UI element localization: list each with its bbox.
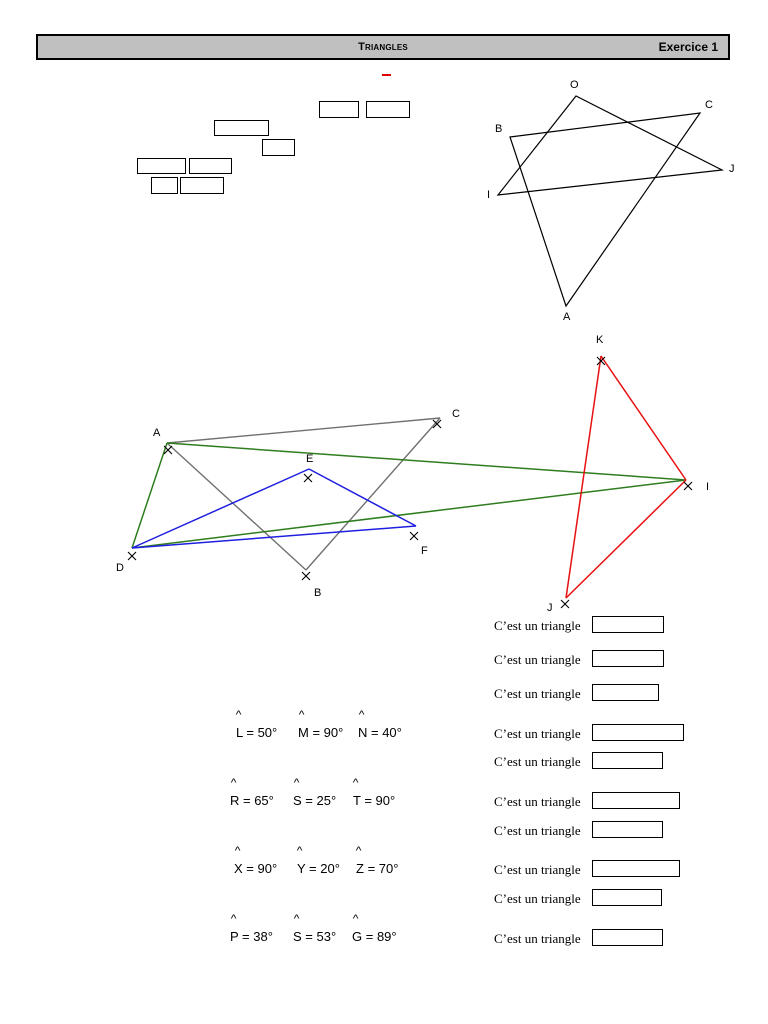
answer-box[interactable] [592,929,663,946]
blank-box[interactable] [189,158,232,174]
point-label-c: C [705,99,713,111]
triangle-bca [509,112,702,308]
angle-value: ^T = 90° [352,777,396,809]
page-title: Triangles [358,41,408,53]
triangle-adi-green [131,442,687,549]
marker-d [127,551,137,561]
answer-label: C’est un triangle [494,891,581,906]
triangle-kij-red [565,355,687,599]
angle-value: ^M = 90° [298,709,344,741]
blank-box[interactable] [319,101,359,118]
marker-c [432,419,442,429]
angle-value: ^Z = 70° [355,845,399,877]
marker-f [409,531,419,541]
answer-box[interactable] [592,792,680,809]
point-label-k: K [596,334,604,346]
answer-label: C’est un triangle [494,726,581,741]
answer-box[interactable] [592,889,662,906]
point-label-d: D [116,562,124,574]
angle-value: ^L = 50° [235,709,278,741]
exercise-label: Exercice 1 [658,40,718,54]
angle-value: ^R = 65° [230,777,274,809]
point-label-a: A [563,311,571,323]
triangle-def-blue [131,468,417,549]
answer-label: C’est un triangle [494,823,581,838]
marker-a [163,445,173,455]
blank-box[interactable] [262,139,295,156]
point-label-f: F [421,545,428,557]
angle-value: ^P = 38° [230,913,273,945]
header-bar: Triangles Exercice 1 [36,34,730,60]
angle-value: ^X = 90° [234,845,278,877]
marker-k [596,356,606,366]
answer-label: C’est un triangle [494,754,581,769]
point-label-i: I [487,189,490,201]
angle-value: ^G = 89° [352,913,397,945]
point-label-j: J [547,602,553,614]
answer-box[interactable] [592,752,663,769]
point-label-o: O [570,79,579,91]
answer-label: C’est un triangle [494,618,581,633]
angle-value: ^N = 40° [358,709,402,741]
answer-box[interactable] [592,860,680,877]
answer-box[interactable] [592,650,664,667]
angle-value: ^Y = 20° [296,845,340,877]
point-label-j: J [729,163,735,175]
answer-label: C’est un triangle [494,794,581,809]
answer-box[interactable] [592,684,659,701]
angle-value: ^S = 53° [293,913,337,945]
point-label-b: B [314,587,321,599]
angle-value: ^S = 25° [293,777,337,809]
answer-label: C’est un triangle [494,686,581,701]
triangle-acb-gray [166,417,441,571]
marker-b [301,571,311,581]
point-label-e: E [306,453,313,465]
triangle-oij [496,95,725,196]
blank-box[interactable] [180,177,224,194]
answer-label: C’est un triangle [494,931,581,946]
marker-j [560,599,570,609]
answer-label: C’est un triangle [494,652,581,667]
point-label-a: A [153,427,161,439]
point-label-b: B [495,123,502,135]
answer-box[interactable] [592,821,663,838]
red-mark [382,74,391,76]
point-label-c: C [452,408,460,420]
blank-box[interactable] [151,177,178,194]
answer-box[interactable] [592,616,664,633]
marker-e [303,473,313,483]
blank-box[interactable] [366,101,410,118]
marker-i [683,481,693,491]
answer-box[interactable] [592,724,684,741]
answer-label: C’est un triangle [494,862,581,877]
point-label-i: I [706,481,709,493]
blank-box[interactable] [137,158,186,174]
point-markers [127,356,693,609]
blank-box[interactable] [214,120,269,136]
